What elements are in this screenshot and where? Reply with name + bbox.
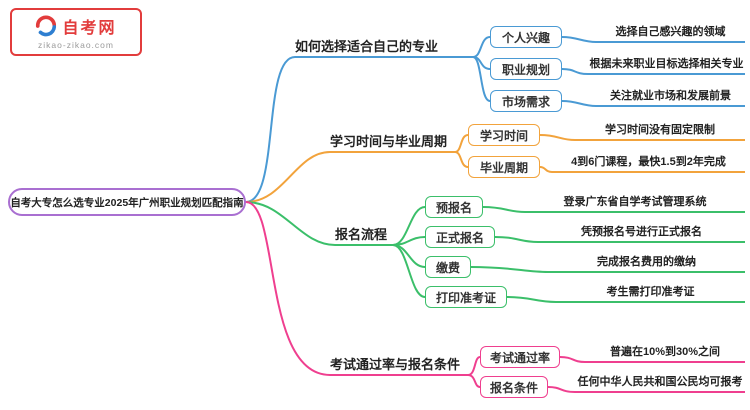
leaf-print-ticket-detail[interactable]: 考生需打印准考证 [556, 285, 745, 303]
site-logo[interactable]: 自考网 zikao-zikao.com [10, 8, 142, 56]
topic-pre-registration[interactable]: 预报名 [425, 196, 483, 218]
topic-career-planning[interactable]: 职业规划 [490, 58, 562, 80]
leaf-registration-conditions-detail[interactable]: 任何中华人民共和国公民均可报考 [575, 375, 745, 393]
root-topic[interactable]: 自考大专怎么选专业2025年广州职业规划匹配指南 [8, 188, 246, 216]
topic-registration-conditions[interactable]: 报名条件 [480, 376, 548, 398]
site-name: 自考网 [62, 20, 117, 37]
topic-personal-interest[interactable]: 个人兴趣 [490, 26, 562, 48]
site-url: zikao-zikao.com [38, 40, 114, 50]
branch-label-choose-major[interactable]: 如何选择适合自己的专业 [295, 37, 473, 58]
branch-label-pass-rate[interactable]: 考试通过率与报名条件 [330, 355, 468, 376]
branch-label-study-time[interactable]: 学习时间与毕业周期 [330, 132, 455, 153]
zikao-logo-icon [35, 15, 57, 37]
topic-pass-rate[interactable]: 考试通过率 [480, 346, 560, 368]
leaf-pass-rate-detail[interactable]: 普遍在10%到30%之间 [585, 345, 745, 363]
leaf-graduation-cycle-detail[interactable]: 4到6门课程，最快1.5到2年完成 [552, 155, 745, 173]
leaf-payment-detail[interactable]: 完成报名费用的缴纳 [548, 255, 745, 273]
branch-label-registration[interactable]: 报名流程 [335, 225, 393, 246]
topic-graduation-cycle[interactable]: 毕业周期 [468, 156, 540, 178]
leaf-formal-registration-detail[interactable]: 凭预报名号进行正式报名 [538, 225, 745, 243]
topic-print-admission-ticket[interactable]: 打印准考证 [425, 286, 507, 308]
leaf-career-planning-detail[interactable]: 根据未来职业目标选择相关专业 [588, 57, 745, 75]
leaf-market-demand-detail[interactable]: 关注就业市场和发展前景 [596, 89, 745, 107]
leaf-pre-registration-detail[interactable]: 登录广东省自学考试管理系统 [525, 195, 745, 213]
topic-formal-registration[interactable]: 正式报名 [425, 226, 495, 248]
topic-market-demand[interactable]: 市场需求 [490, 90, 562, 112]
topic-payment[interactable]: 缴费 [425, 256, 471, 278]
leaf-study-time-detail[interactable]: 学习时间没有固定限制 [575, 123, 745, 141]
leaf-personal-interest-detail[interactable]: 选择自己感兴趣的领域 [596, 25, 745, 43]
topic-study-time[interactable]: 学习时间 [468, 124, 540, 146]
